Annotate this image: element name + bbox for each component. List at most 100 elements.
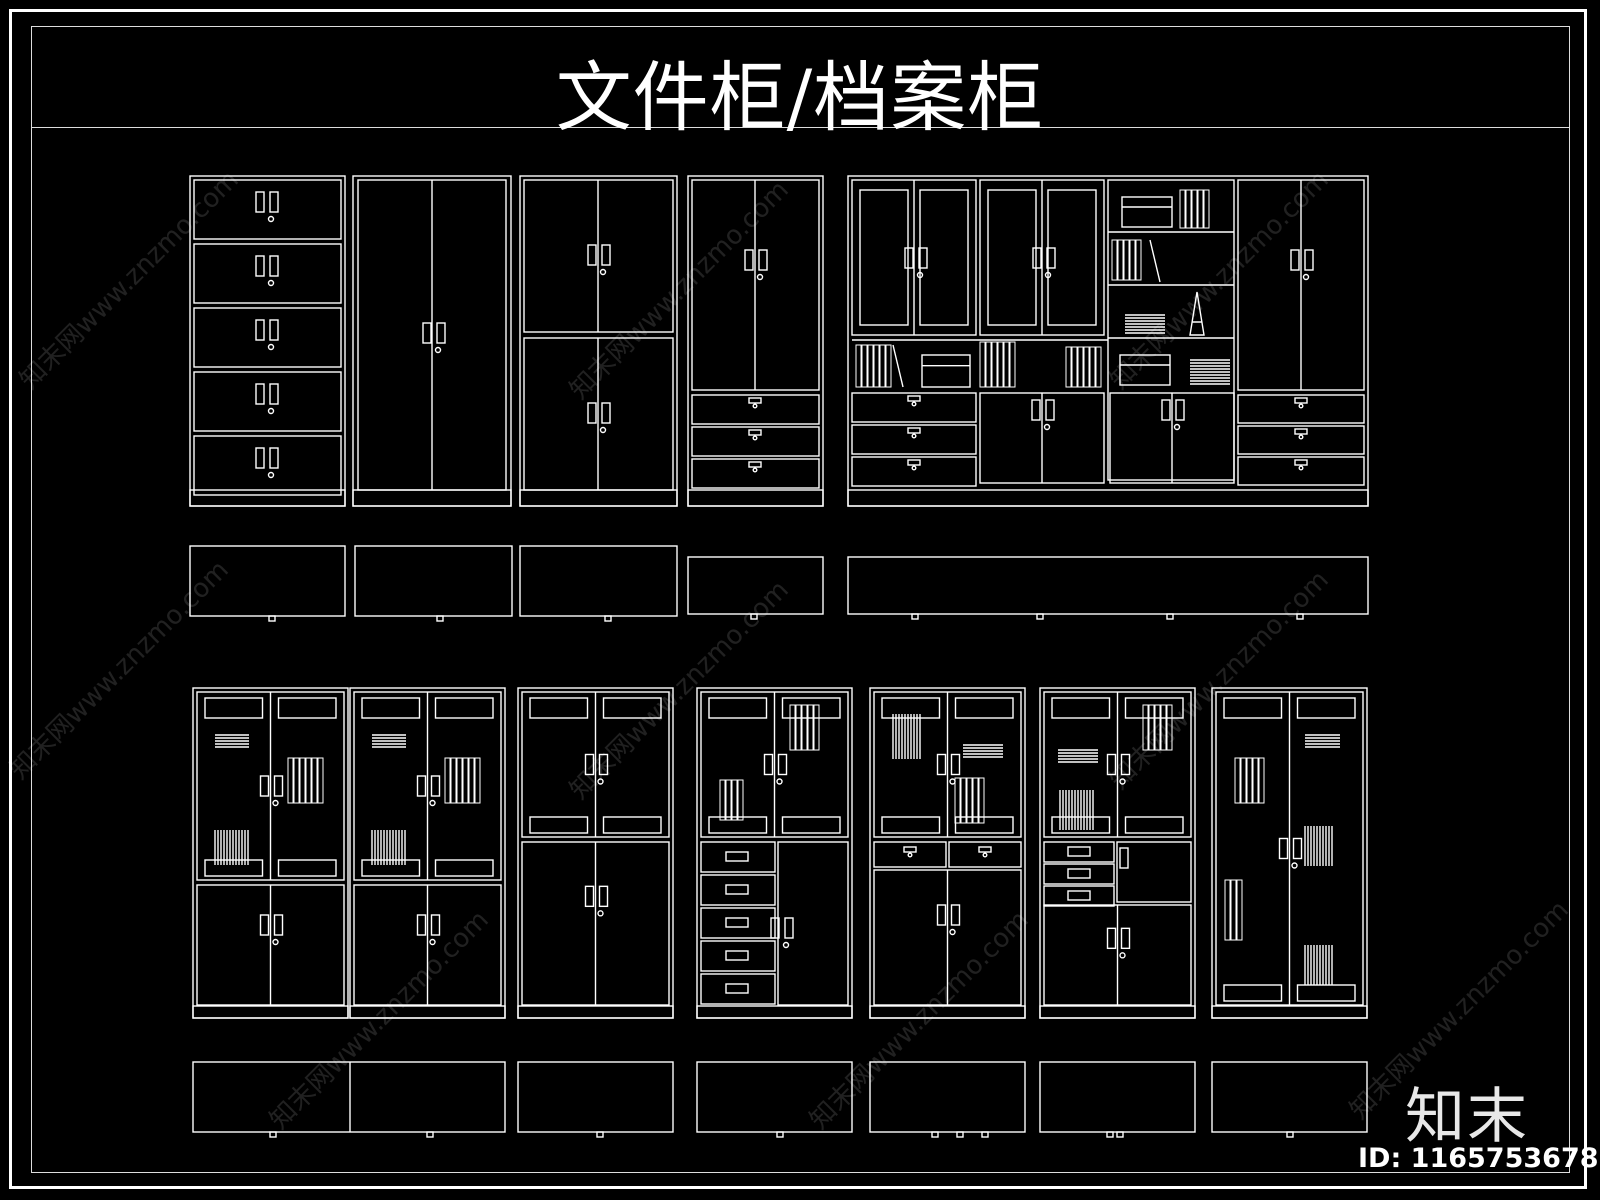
door-handle [422,322,432,344]
door-top-rail [434,697,494,719]
drawer [873,841,947,868]
lock-icon [949,778,956,785]
door-handle [255,383,265,405]
plan-handle [436,615,444,622]
door-handle [1106,927,1117,950]
plan-view [517,1061,674,1133]
cabinet-plinth [192,1005,349,1019]
cabinet-plinth [869,1005,1026,1019]
plan-handle [1106,1131,1114,1138]
drawing-title: 文件柜/档案柜 [555,53,1045,142]
lock-icon [597,910,604,917]
drawer [1043,885,1115,907]
binder-icon [474,757,481,804]
plan-handle [1286,1131,1294,1138]
cabinet-plinth [349,1005,506,1019]
drawer-pull [907,427,921,434]
lock-icon [911,401,917,407]
lock-icon [756,273,764,281]
door-handle [936,904,947,926]
door-handle [259,914,270,936]
door-top-rail [277,697,337,719]
binder-icon [1203,189,1210,229]
plan-handle [956,1131,964,1138]
door-bottom-rail [881,816,941,834]
binder-icon [287,757,294,804]
door-top-rail [1296,697,1356,719]
lock-icon [429,938,436,946]
door-top-rail [1223,697,1283,719]
lock-icon [1302,273,1310,281]
door-handle [763,753,774,776]
door-handle [1106,753,1117,776]
storage-box-icon [921,354,971,388]
binder-icon [960,777,967,824]
drawer-pull [903,846,917,853]
binder-icon [305,757,312,804]
door-handle [1031,399,1041,421]
lock-icon [599,268,607,276]
lock-icon [949,928,956,936]
binder-icon [1179,189,1186,229]
drawer [193,243,342,304]
binder-icon [1009,341,1016,388]
binder-icon [444,757,451,804]
binder-icon [795,704,802,751]
drawer-pull [725,950,749,961]
lock-icon [1173,423,1181,431]
drawer-pull [1067,846,1091,857]
door-handle [784,917,794,939]
binder-icon [978,777,985,824]
door-handle [584,885,595,908]
binder-icon [997,341,1004,388]
lock-icon [1298,465,1304,471]
binder-icon [311,757,318,804]
drawer [193,435,342,496]
door-bottom-rail [529,816,589,834]
door-handle [269,447,279,469]
binder-icon [1083,346,1090,388]
door-handle [255,447,265,469]
door-handle [1161,399,1171,421]
door-handle [255,319,265,341]
plan-handle [1116,1131,1124,1138]
binder-icon [1095,346,1102,388]
door-handle [416,914,427,936]
lock-icon [1119,778,1126,785]
binder-icon [299,757,306,804]
drawer [193,307,342,368]
drawer [691,458,820,489]
door-handle [1304,249,1314,271]
door-top-rail [602,697,662,719]
plan-handle [604,615,612,622]
drawer-pull [748,397,762,404]
door-top-rail [204,697,264,719]
drawer-pull [1294,459,1308,466]
door-frame [777,841,849,1006]
binder-icon [1065,346,1072,388]
plan-view [869,1061,1026,1133]
drawer [1043,841,1115,863]
plan-view [354,545,513,617]
leaning-binder [1149,239,1161,283]
binder-icon [879,344,886,388]
lock-icon [272,938,279,946]
drawer [1237,394,1365,424]
drawer-pull [1294,397,1308,404]
binder-icon [1258,757,1265,804]
binder-icon [861,344,868,388]
door-handle [273,914,284,936]
door-bottom-rail [1223,984,1283,1002]
door-bottom-rail [277,859,337,877]
binder-icon [1191,189,1198,229]
cabinet-plinth [352,489,512,507]
glass-pane [1047,189,1097,326]
storage-box-icon [1119,354,1171,386]
door-top-rail [361,697,421,719]
door-handle [950,753,961,776]
plan-handle [1166,613,1174,620]
plan-view [1039,1061,1196,1133]
binder-icon [1123,239,1130,281]
door-handle [758,249,768,271]
cabinet-plinth [519,489,678,507]
